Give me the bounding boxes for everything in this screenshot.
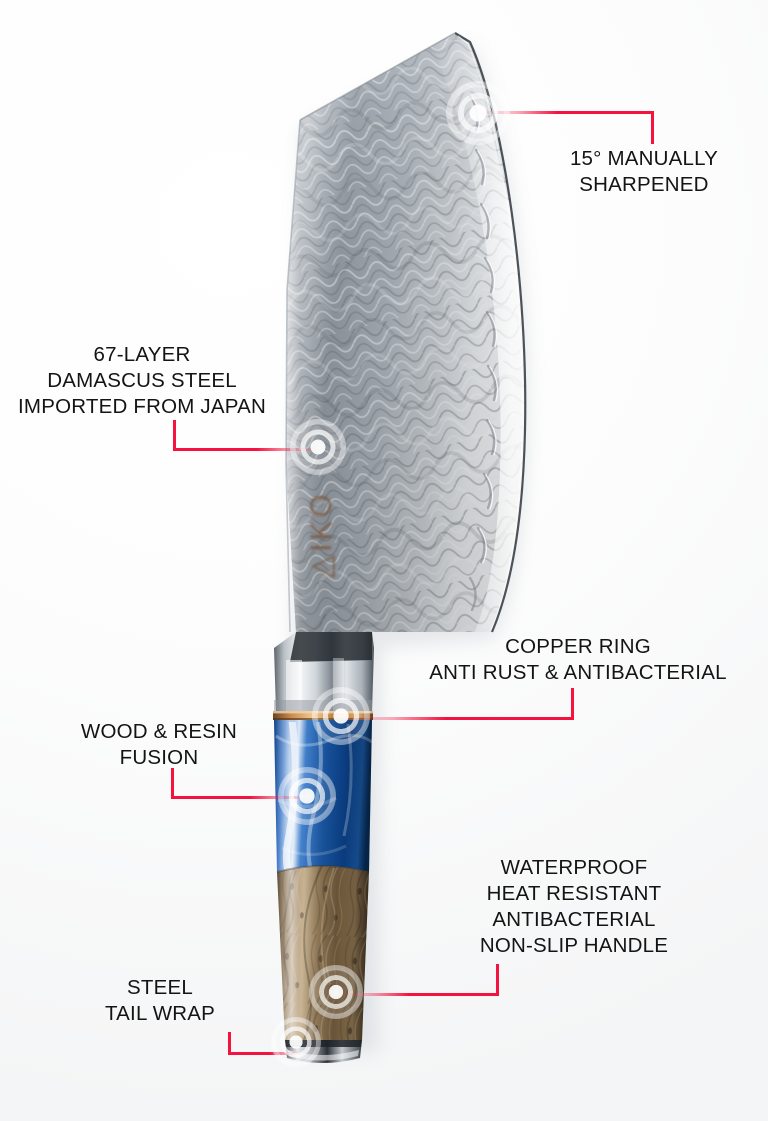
callout-label-damascus-steel: 67-LAYER DAMASCUS STEEL IMPORTED FROM JA… bbox=[18, 343, 266, 418]
svg-text:△IKO: △IKO bbox=[305, 491, 338, 578]
callout-label-handle-properties: WATERPROOF HEAT RESISTANT ANTIBACTERIAL … bbox=[479, 856, 669, 957]
knife-blade: △IKO bbox=[285, 32, 527, 633]
brand-logo: △IKO bbox=[305, 491, 338, 578]
callout-label-edge-angle: 15° MANUALLY SHARPENED bbox=[569, 147, 719, 196]
callout-label-steel-tail-wrap: STEEL TAIL WRAP bbox=[104, 976, 215, 1025]
callout-label-copper-ring: COPPER RING ANTI RUST & ANTIBACTERIAL bbox=[429, 635, 727, 684]
knife-bolster bbox=[274, 632, 374, 712]
callout-label-wood-resin: WOOD & RESIN FUSION bbox=[80, 720, 238, 769]
